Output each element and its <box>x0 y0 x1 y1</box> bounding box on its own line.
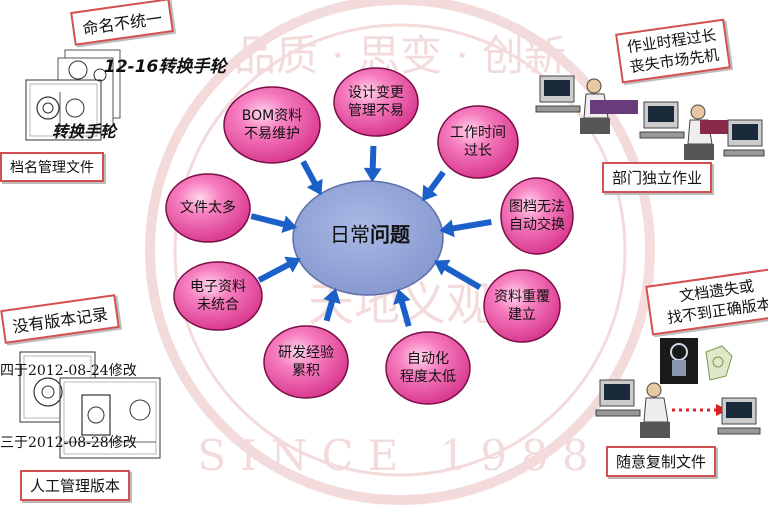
filename-management-tag: 档名管理文件 <box>0 152 104 182</box>
arrow-head <box>363 167 382 183</box>
arrow-head <box>393 288 411 305</box>
problem-label: 自动化程度太低 <box>400 351 456 385</box>
problem-label: 工作时间过长 <box>450 125 506 159</box>
valve-icon <box>660 338 698 384</box>
revision-caption-1: 四于2012-08-24修改 <box>0 363 137 379</box>
independent-work-tag: 部门独立作业 <box>602 162 713 193</box>
center-label: 日常问题 <box>330 222 410 247</box>
arrow-head <box>284 256 301 273</box>
drawing-sheets-bottom <box>19 351 161 459</box>
problem-bubble <box>333 67 419 137</box>
watermark-year: SINCE 1988 <box>197 431 602 480</box>
drawing-sheets-top <box>25 49 121 141</box>
arrow-head <box>422 184 438 202</box>
big-drawing-caption: 12-16转换手轮 <box>104 57 227 77</box>
arrow-layer <box>250 145 492 328</box>
problem-bubble <box>263 325 349 399</box>
problem-bubble <box>165 173 251 243</box>
arrow-shaft <box>440 263 482 291</box>
arrow-shaft <box>398 297 412 328</box>
petal-layer <box>165 67 574 405</box>
arrow-head <box>306 178 323 196</box>
manual-version-tag: 人工管理版本 <box>20 470 131 501</box>
problem-label: 研发经验累积 <box>278 345 334 379</box>
arrow-head <box>439 219 455 238</box>
arrow-shaft <box>257 260 294 283</box>
small-drawing-caption: 转换手轮 <box>52 122 117 141</box>
workstations-bottom <box>595 338 761 438</box>
problem-bubble <box>223 86 321 164</box>
arrow-shaft <box>425 170 446 195</box>
copy-files-tag: 随意复制文件 <box>606 446 717 477</box>
revision-caption-2: 三于2012-08-28修改 <box>0 435 137 451</box>
problem-label: 设计变更管理不易 <box>348 85 404 119</box>
problem-label: BOM资料不易维护 <box>241 108 303 142</box>
problem-bubble <box>173 261 263 331</box>
part-icon <box>705 345 733 381</box>
problem-bubble <box>483 269 561 343</box>
arrow-shaft <box>369 145 377 173</box>
arrow-shaft <box>300 160 320 188</box>
arrow-shaft <box>323 296 336 322</box>
problem-bubble <box>500 177 574 255</box>
problem-label: 资料重覆建立 <box>494 289 550 323</box>
arrow-head <box>281 215 298 233</box>
arrow-shaft <box>448 218 492 233</box>
problem-bubble <box>385 331 471 405</box>
center-ellipse <box>292 180 444 296</box>
arrow-head <box>323 288 341 305</box>
problem-bubble <box>437 105 519 179</box>
watermark-ring-text: 品质 · 思变 · 创新 <box>234 31 566 80</box>
problem-label: 电子资料未统合 <box>190 279 246 313</box>
arrow-head <box>433 259 451 276</box>
arrow-shaft <box>250 213 289 229</box>
workstations-top <box>535 75 765 160</box>
problem-label: 图档无法自动交换 <box>509 199 565 233</box>
problem-label: 文件太多 <box>180 200 236 216</box>
